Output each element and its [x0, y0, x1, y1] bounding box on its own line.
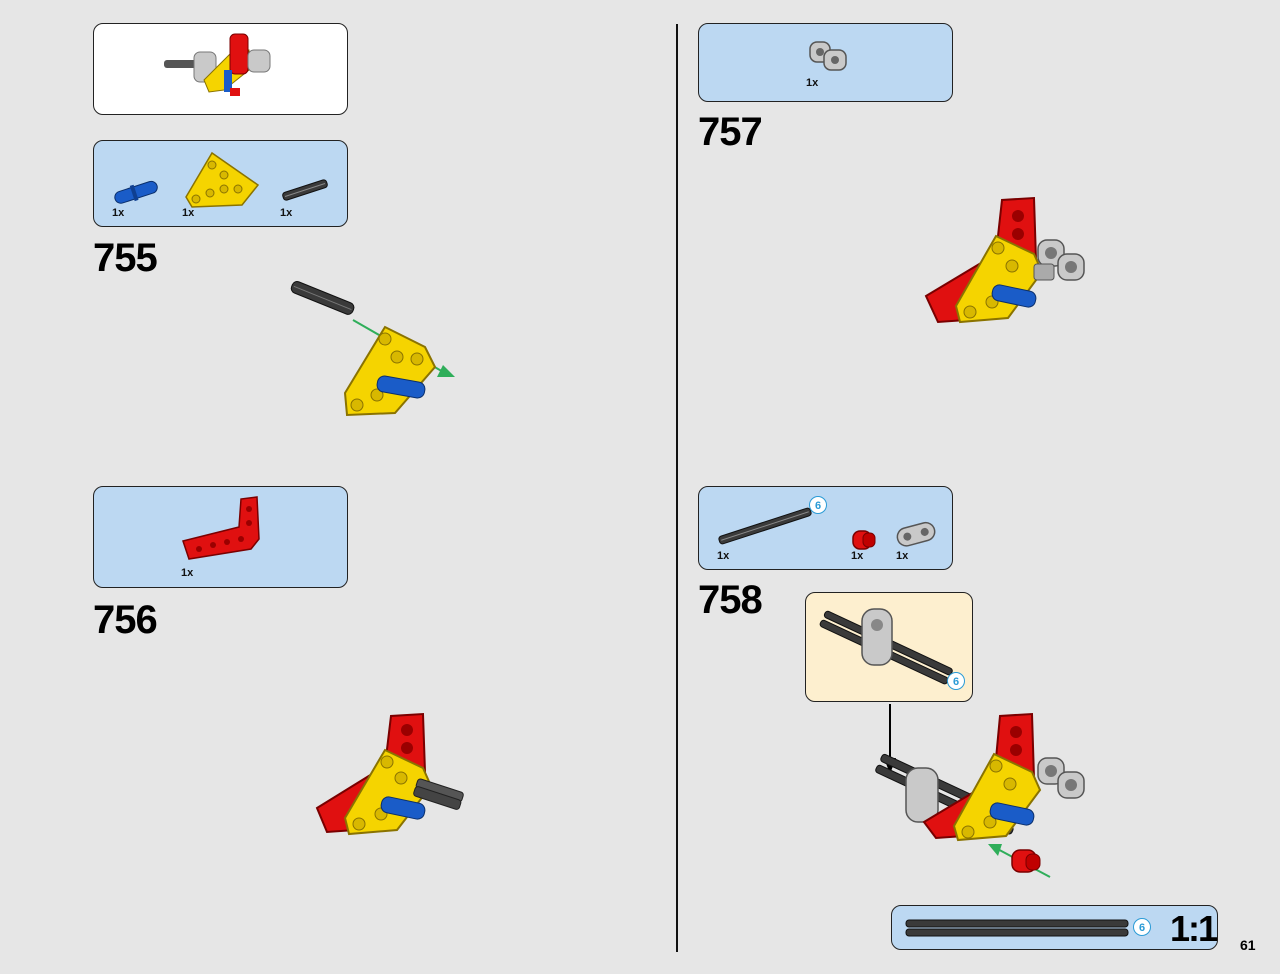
- parts-list-757: 1x: [698, 23, 953, 102]
- step-757-illustration: [924, 196, 1085, 324]
- part-qty: 1x: [717, 550, 730, 562]
- part-qty: 1x: [181, 567, 194, 579]
- step-758-illustration: [875, 704, 1085, 878]
- axle-length-badge: 6: [809, 496, 827, 514]
- scale-label: 1:1: [1170, 908, 1218, 949]
- part-qty: 1x: [851, 550, 864, 562]
- part-qty: 1x: [112, 207, 125, 219]
- gray-axle-connector-image: [809, 41, 847, 71]
- step-number-755: 755: [93, 236, 158, 280]
- part-qty: 1x: [896, 550, 909, 562]
- blue-axle-pin-image: [114, 180, 158, 204]
- page-divider: [676, 24, 678, 952]
- submodel-assembly-image: [164, 33, 271, 96]
- submodel-preview: [93, 23, 348, 115]
- scale-axle-image: [905, 919, 1129, 937]
- sub-assembly-callout-758: 6: [805, 592, 973, 702]
- step-756-illustration: [315, 712, 464, 836]
- parts-list-756: 1x: [93, 486, 348, 588]
- part-qty: 1x: [280, 207, 293, 219]
- black-axle-image: [282, 179, 328, 201]
- part-qty: 1x: [806, 77, 819, 89]
- scale-reference-box: 6 1:1: [891, 905, 1218, 950]
- step-755-illustration: [290, 281, 455, 417]
- parts-list-755: 1x 1x 1x: [93, 140, 348, 227]
- scale-length-badge: 6: [1133, 918, 1151, 936]
- red-bush-image: [852, 530, 876, 550]
- gray-connector-image: [896, 521, 936, 547]
- page-number: 61: [1240, 937, 1256, 953]
- callout-assembly-image: [819, 608, 953, 685]
- part-qty: 1x: [182, 207, 195, 219]
- step-number-757: 757: [698, 110, 763, 154]
- step-number-758: 758: [698, 578, 763, 622]
- parts-list-758: 6 1x 1x 1x: [698, 486, 953, 570]
- black-axle-6-image: [718, 507, 812, 545]
- red-l-beam-image: [182, 496, 260, 560]
- callout-length-badge: 6: [947, 672, 965, 690]
- step-number-756: 756: [93, 598, 158, 642]
- yellow-triangle-beam-image: [185, 151, 260, 208]
